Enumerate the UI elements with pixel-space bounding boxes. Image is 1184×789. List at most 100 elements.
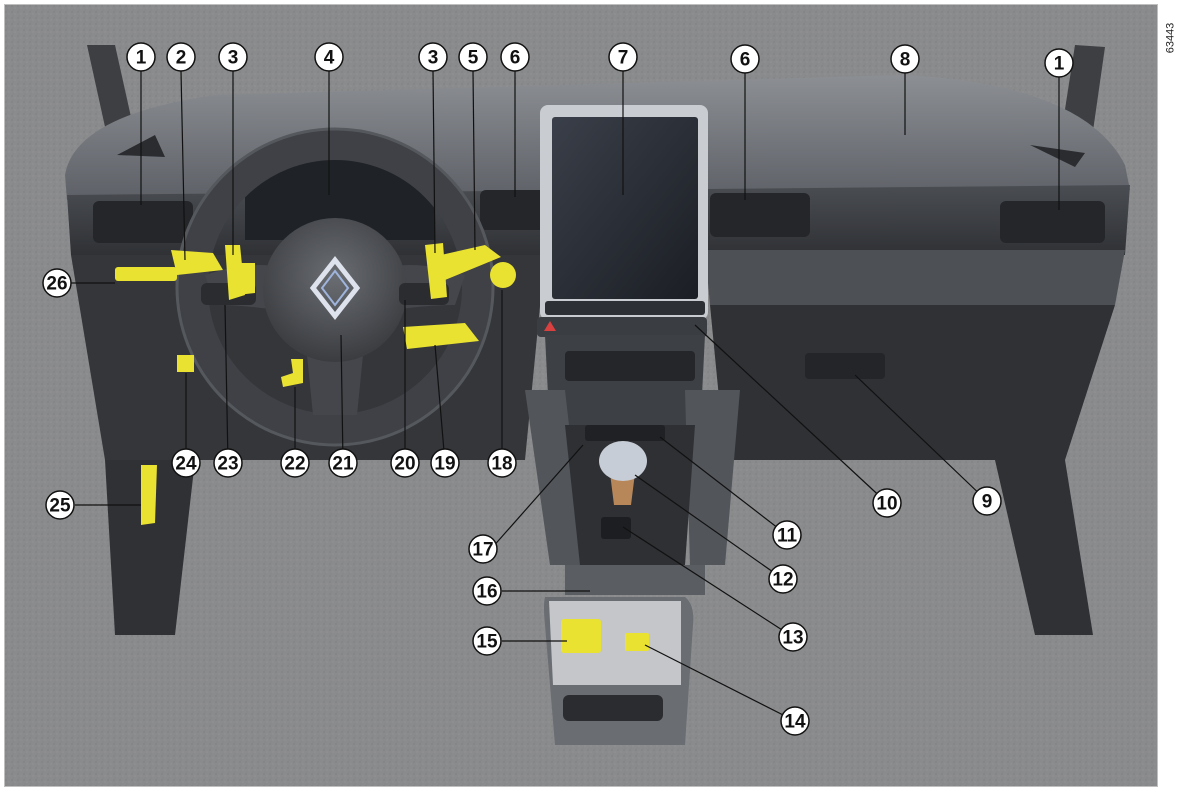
cruise-stalk-highlight [403, 323, 479, 349]
callout-number: 18 [491, 454, 512, 475]
callout-number: 4 [324, 48, 335, 69]
callout-24: 24 [171, 448, 201, 478]
callout-number: 6 [740, 50, 751, 71]
callout-7: 7 [608, 42, 638, 72]
callout-17: 17 [468, 534, 498, 564]
callout-8: 8 [890, 44, 920, 74]
callout-circle [42, 268, 72, 298]
callout-22: 22 [280, 448, 310, 478]
callout-circle [126, 42, 156, 72]
callout-circle [890, 44, 920, 74]
steering-wheel-rim-edge [175, 127, 495, 447]
callout-number: 12 [772, 570, 793, 591]
callout-number: 13 [782, 628, 803, 649]
left-stalk-highlight [171, 250, 223, 275]
right-kick-panel [995, 460, 1093, 635]
callout-10: 10 [872, 488, 902, 518]
instrument-cluster [245, 152, 435, 240]
center-right-vent [710, 193, 810, 237]
callout-circle [780, 706, 810, 736]
callout-1: 1 [126, 42, 156, 72]
callout-number: 8 [900, 50, 911, 71]
right-outer-vent [1000, 201, 1105, 243]
brand-logo-icon [309, 255, 361, 321]
callout-23: 23 [213, 448, 243, 478]
callout-16: 16 [472, 576, 502, 606]
callout-circle [458, 42, 488, 72]
callout-number: 6 [510, 48, 521, 69]
callout-2: 2 [166, 42, 196, 72]
callout-circle [430, 448, 460, 478]
callout-number: 14 [784, 712, 806, 733]
callout-9: 9 [972, 486, 1002, 516]
callout-number: 20 [394, 454, 415, 475]
callout-number: 7 [618, 48, 629, 69]
callout-5: 5 [458, 42, 488, 72]
callout-circle [390, 448, 420, 478]
right-side-vent [1030, 145, 1085, 167]
callout-19: 19 [430, 448, 460, 478]
leader-lines [71, 70, 1060, 722]
dashboard-right-panel [705, 250, 1125, 305]
callout-number: 2 [176, 48, 187, 69]
glovebox-handle [805, 353, 885, 379]
usb-ports [585, 425, 665, 441]
callout-circle [972, 486, 1002, 516]
switch-highlight [177, 355, 194, 372]
callout-circle [218, 42, 248, 72]
callout-number: 1 [1054, 54, 1065, 75]
headlight-switch-highlight [115, 267, 177, 281]
callout-number: 26 [46, 274, 67, 295]
callout-25: 25 [45, 490, 75, 520]
callout-number: 3 [228, 48, 239, 69]
callout-number: 23 [217, 454, 238, 475]
callout-number: 21 [332, 454, 354, 475]
callout-circle [213, 448, 243, 478]
callout-number: 15 [476, 632, 498, 653]
callout-12: 12 [768, 564, 798, 594]
hood-release-highlight [141, 465, 157, 525]
steering-wheel-rim [178, 130, 492, 444]
callout-20: 20 [390, 448, 420, 478]
glovebox [710, 305, 1115, 460]
callout-circle [468, 534, 498, 564]
callout-circle [280, 448, 310, 478]
climate-control-panel [537, 317, 707, 337]
callout-number: 1 [136, 48, 147, 69]
callout-11: 11 [772, 520, 802, 550]
callout-4: 4 [314, 42, 344, 72]
callout-number: 19 [434, 454, 455, 475]
callout-circle [328, 448, 358, 478]
start-button-highlight [490, 262, 516, 288]
armrest-switch-left-highlight [561, 619, 601, 653]
callout-14: 14 [780, 706, 810, 736]
callout-number: 3 [428, 48, 439, 69]
dashboard-illustration: 1234356768191011121314151617181920212223… [5, 5, 1157, 786]
brand-logo-inner [320, 269, 350, 307]
callout-circle [768, 564, 798, 594]
callout-number: 10 [876, 494, 897, 515]
steering-adjust-highlight [281, 359, 303, 387]
callout-circle [608, 42, 638, 72]
callout-13: 13 [778, 622, 808, 652]
reference-code-text: 63443 [1164, 22, 1176, 54]
callout-18: 18 [487, 448, 517, 478]
callout-circle [872, 488, 902, 518]
callout-3: 3 [218, 42, 248, 72]
callout-6: 6 [500, 42, 530, 72]
callout-circle [472, 576, 502, 606]
screen-shortcut-buttons [545, 301, 705, 315]
callout-circle [1044, 48, 1074, 78]
reference-code: 63443 [1160, 8, 1180, 68]
highlighted-controls [115, 243, 649, 653]
epark-button [601, 517, 631, 539]
left-paddle-grip-highlight [237, 263, 255, 295]
callout-circle [772, 520, 802, 550]
left-kick-panel [105, 460, 195, 635]
callout-26: 26 [42, 268, 72, 298]
callout-circle [472, 626, 502, 656]
callout-15: 15 [472, 626, 502, 656]
callout-21: 21 [328, 448, 358, 478]
